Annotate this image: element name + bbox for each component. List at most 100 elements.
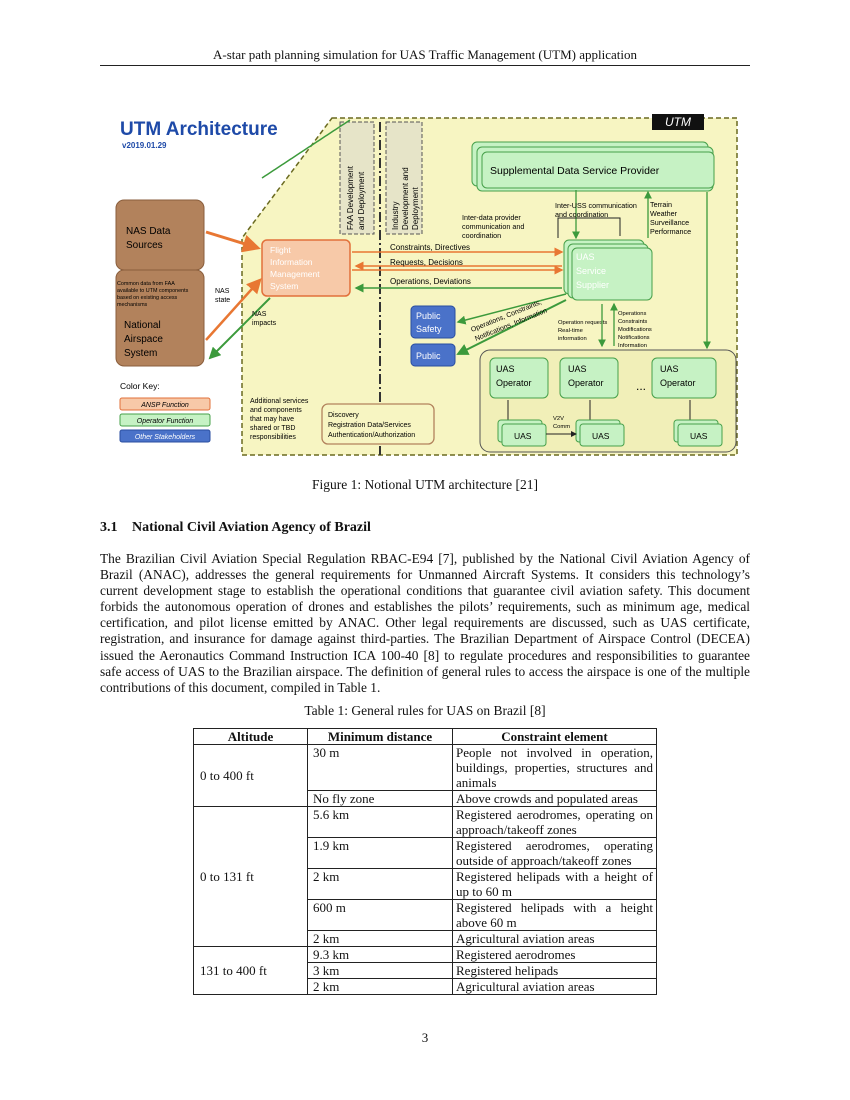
key-ansp: ANSP Function: [140, 402, 189, 409]
op-constraints-2: Constraints: [618, 319, 647, 325]
operator-1: UAS Operator: [489, 357, 549, 399]
distance-cell: No fly zone: [307, 790, 453, 807]
page-number: 3: [421, 1030, 429, 1045]
utm-tag: UTM: [665, 115, 691, 129]
fims-label-2: Information: [270, 257, 313, 267]
inter-uss-1: Inter-USS communication: [555, 201, 637, 210]
uss-label-1: UAS: [576, 252, 595, 262]
fims-label-1: Flight: [270, 245, 291, 255]
figure-version: v2019.01.29: [122, 141, 167, 150]
table-row: 2 km Agricultural aviation areas: [194, 930, 657, 947]
uas-2: UAS: [575, 419, 625, 447]
additional-1: Additional services: [250, 398, 309, 405]
svg-text:Operator: Operator: [568, 378, 604, 388]
industry-dev-box: [385, 121, 423, 235]
constraints-directives: Constraints, Directives: [390, 243, 470, 252]
svg-text:UAS: UAS: [690, 431, 708, 441]
constraint-cell: Registered helipads with a height of up …: [452, 868, 657, 900]
table-row: 2 km Agricultural aviation areas: [194, 978, 657, 995]
uss-label-3: Supplier: [576, 280, 609, 290]
requests-decisions: Requests, Decisions: [390, 258, 463, 267]
public-safety-box: [410, 305, 456, 339]
national-airspace-2: Airspace: [124, 334, 163, 345]
additional-3: that may have: [250, 416, 294, 423]
constraint-cell: Registered helipads with a height above …: [452, 899, 657, 931]
header-constraint: Constraint element: [452, 728, 657, 745]
distance-cell: 30 m: [307, 744, 453, 791]
body-paragraph: The Brazilian Civil Aviation Special Reg…: [100, 551, 750, 695]
svg-text:Operator: Operator: [660, 378, 696, 388]
svg-text:Operator: Operator: [496, 378, 532, 388]
industry-dev-label-3: Deployment: [411, 187, 420, 230]
public-label: Public: [416, 351, 441, 361]
figure-caption: Figure 1: Notional UTM architecture [21]: [311, 477, 539, 492]
utm-architecture-figure: UTM UTM Architecture v2019.01.29 FAA Dev…: [115, 114, 738, 456]
constraint-cell: Agricultural aviation areas: [452, 978, 657, 995]
inter-uss-2: and coordination: [555, 210, 608, 219]
constraint-cell: Registered helipads: [452, 962, 657, 979]
fims-box: [261, 239, 351, 297]
common-data-2: available to UTM components: [117, 288, 189, 294]
altitude-cell: 0 to 400 ft: [193, 744, 308, 807]
section-number: 3.1: [100, 520, 118, 535]
industry-dev-label-1: Industry: [391, 202, 400, 230]
utm-tag-box: [652, 114, 704, 130]
nas-data-label-2: Sources: [126, 240, 163, 251]
distance-cell: 1.9 km: [307, 837, 453, 869]
uas-3: UAS: [673, 419, 723, 447]
nas-state-2: state: [215, 297, 230, 304]
nas-impacts-1: NAS: [252, 311, 267, 318]
terrain-4: Performance: [650, 227, 691, 236]
constraint-cell: Registered aerodromes, operating on appr…: [452, 806, 657, 838]
distance-cell: 600 m: [307, 899, 453, 931]
discovery-3: Authentication/Authorization: [328, 432, 415, 439]
table-row: 600 m Registered helipads with a height …: [194, 899, 657, 931]
national-airspace-3: System: [124, 348, 157, 359]
altitude-cell: 131 to 400 ft: [193, 946, 308, 995]
constraint-cell: Agricultural aviation areas: [452, 930, 657, 947]
svg-text:UAS: UAS: [592, 431, 610, 441]
svg-text:UAS: UAS: [496, 364, 515, 374]
op-requests-3: information: [558, 336, 587, 342]
sdsp-label: Supplemental Data Service Provider: [490, 165, 660, 177]
table-row: 0 to 131 ft 5.6 km Registered aerodromes…: [193, 806, 657, 947]
table-row: 3 km Registered helipads: [194, 962, 657, 979]
figure-title: UTM Architecture: [120, 119, 278, 140]
header-rule: [100, 65, 750, 66]
operator-3: UAS Operator: [651, 357, 717, 399]
nas-impacts-2: impacts: [252, 320, 277, 327]
common-data-3: based on existing access: [117, 295, 178, 301]
constraint-cell: Registered aerodromes, operating outside…: [452, 837, 657, 869]
uss-label-2: Service: [576, 266, 606, 276]
key-stakeholders: Other Stakeholders: [135, 434, 196, 441]
national-airspace-1: National: [124, 320, 161, 331]
header-distance: Minimum distance: [307, 728, 453, 745]
constraint-cell: People not involved in operation, buildi…: [452, 744, 657, 791]
op-constraints-1: Operations: [618, 311, 646, 317]
table-row: 2 km Registered helipads with a height o…: [194, 868, 657, 900]
key-operator: Operator Function: [137, 418, 194, 425]
uss-box: [571, 247, 653, 301]
table-caption: Table 1: General rules for UAS on Brazil…: [304, 703, 546, 718]
national-airspace-box: [115, 269, 205, 367]
op-constraints-4: Notifications: [618, 335, 650, 341]
distance-cell: 9.3 km: [307, 946, 453, 963]
faa-dev-label-2: and Deployment: [357, 171, 366, 230]
operator-ellipsis: ...: [636, 379, 646, 393]
op-requests-2: Real-time: [558, 328, 583, 334]
common-data-1: Common data from FAA: [117, 281, 175, 287]
public-safety-1: Public: [416, 311, 441, 321]
terrain-2: Weather: [650, 209, 678, 218]
table-row: 131 to 400 ft 9.3 km Registered aerodrom…: [193, 946, 657, 995]
fims-label-3: Management: [270, 269, 320, 279]
table-row: 0 to 400 ft 30 m People not involved in …: [193, 744, 657, 807]
rules-table: Altitude Minimum distance Constraint ele…: [193, 728, 657, 995]
public-box: [410, 343, 456, 367]
distance-cell: 2 km: [307, 978, 453, 995]
sdsp-box: [481, 151, 715, 189]
running-header: A-star path planning simulation for UAS …: [213, 47, 637, 62]
nas-state-1: NAS: [215, 288, 230, 295]
constraint-cell: Above crowds and populated areas: [452, 790, 657, 807]
additional-2: and components: [250, 407, 302, 414]
